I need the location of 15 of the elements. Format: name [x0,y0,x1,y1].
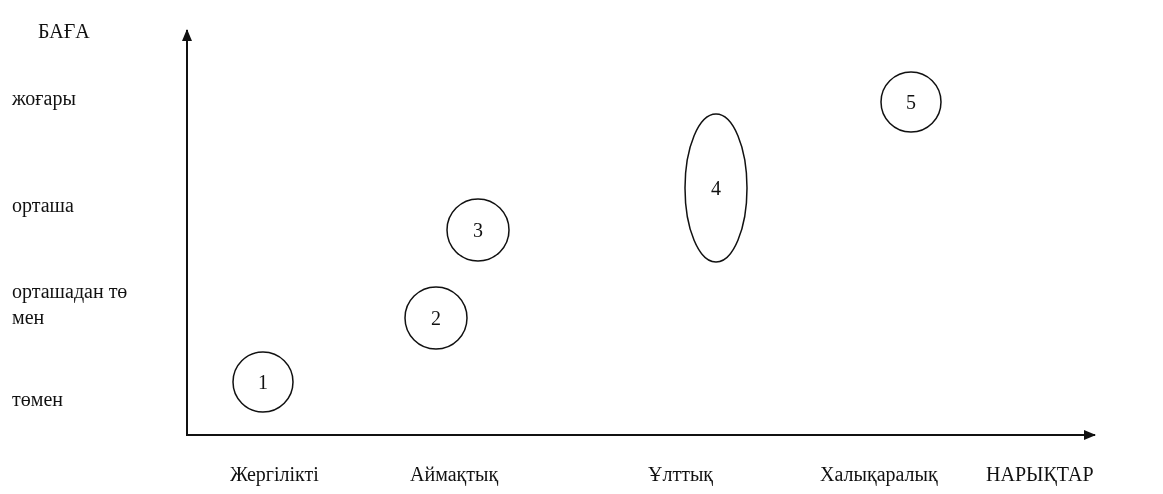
number-ellipse: 4 [684,113,748,263]
scale-label: жоғары [12,86,76,111]
axis-title: НАРЫҚТАР [986,462,1094,487]
category-label: Халықаралық [820,462,938,487]
number-circle: 5 [880,71,942,133]
scale-label: төмен [12,387,63,412]
category-label: Аймақтық [410,462,499,487]
number-circle: 3 [446,198,510,262]
scale-label: орташадан төмен [12,279,129,330]
number-circle: 1 [232,351,294,413]
category-label: Жергілікті [230,462,319,487]
category-label: Ұлттық [648,462,714,487]
number-circle: 2 [404,286,468,350]
scale-label: орташа [12,193,74,218]
axis-title: БАҒА [38,19,90,44]
